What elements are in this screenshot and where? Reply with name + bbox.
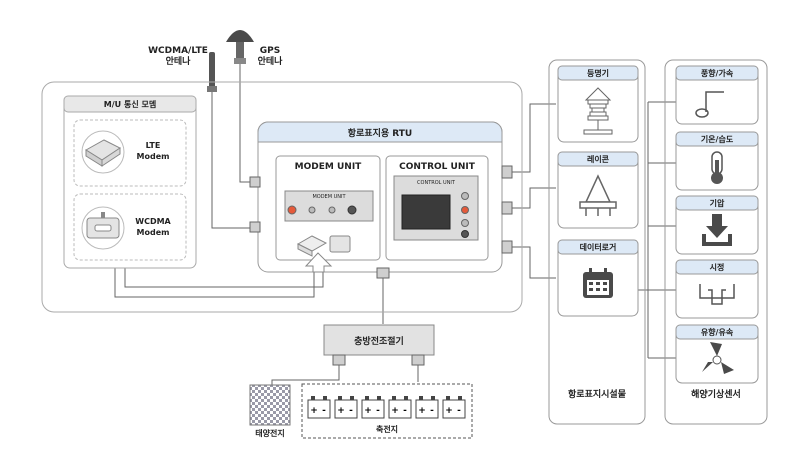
svg-text:+: + xyxy=(418,406,426,416)
modem-unit-panel xyxy=(284,190,374,222)
main-enclosure xyxy=(41,81,523,313)
solar-panel-label: 태양전지 xyxy=(255,429,285,438)
sensor-label-current: 유향/유속 xyxy=(700,327,734,337)
wcdma-lte-antenna-icon xyxy=(207,52,217,92)
racon-icon xyxy=(579,174,617,216)
wcdma-modem-label: WCDMA Modem xyxy=(135,217,171,237)
sensors-panel xyxy=(664,59,768,425)
control-unit-title: CONTROL UNIT xyxy=(399,162,475,172)
svg-text:-: - xyxy=(403,406,407,416)
svg-text:-: - xyxy=(349,406,353,416)
battery-cell-icon: +- xyxy=(442,396,466,419)
facility-label-datalogger: 데이터로거 xyxy=(579,242,617,252)
gps-antenna-icon xyxy=(226,30,254,64)
svg-text:-: - xyxy=(322,406,326,416)
svg-text:+: + xyxy=(310,406,318,416)
gps-antenna-label: GPS 안테나 xyxy=(257,46,283,67)
sensor-label-wind: 풍향/가속 xyxy=(700,68,734,78)
mu-module-title: M/U 통신 모뎀 xyxy=(103,99,157,109)
sensors-title: 해양기상센서 xyxy=(691,390,741,400)
battery-cells: +-+-+-+-+-+- xyxy=(307,396,466,419)
thermometer-icon xyxy=(711,151,723,184)
connectors xyxy=(249,165,513,279)
svg-text:-: - xyxy=(430,406,434,416)
facility-boxes xyxy=(557,65,639,317)
battery-cell-icon: +- xyxy=(388,396,412,419)
solar-panel-icon xyxy=(249,384,291,426)
rtu-title: 항로표지용 RTU xyxy=(347,128,413,139)
lte-modem-icon xyxy=(81,130,125,174)
control-unit-plate-text: CONTROL UNIT xyxy=(417,180,455,186)
svg-text:+: + xyxy=(391,406,399,416)
wcdma-lte-antenna-label: WCDMA/LTE 안테나 xyxy=(148,46,208,67)
facilities-panel xyxy=(548,59,646,425)
facility-label-light: 등명기 xyxy=(586,68,610,78)
svg-text:-: - xyxy=(376,406,380,416)
battery-group-box xyxy=(301,383,473,439)
pressure-icon xyxy=(702,214,732,246)
beacon-light-icon xyxy=(583,87,613,135)
svg-text:+: + xyxy=(337,406,345,416)
visibility-icon xyxy=(699,284,735,305)
sensor-label-pressure: 기압 xyxy=(709,198,725,208)
mu-module-box xyxy=(63,95,197,269)
battery-cell-icon: +- xyxy=(307,396,331,419)
battery-label: 축전지 xyxy=(375,425,399,434)
charge-controller-box xyxy=(323,324,435,356)
modem-unit-plate-text: MODEM UNIT xyxy=(312,194,346,200)
wcdma-modem-icon xyxy=(81,206,125,250)
wind-vane-icon xyxy=(695,91,724,118)
svg-text:-: - xyxy=(457,406,461,416)
facilities-title: 항로표지시설물 xyxy=(568,390,626,400)
current-meter-icon xyxy=(702,342,734,374)
up-arrow-icon xyxy=(304,252,333,273)
control-display xyxy=(401,194,451,230)
battery-cell-icon: +- xyxy=(334,396,358,419)
datalogger-calendar-icon xyxy=(583,268,613,298)
modem-devices-icon xyxy=(296,235,351,257)
battery-cell-icon: +- xyxy=(415,396,439,419)
battery-cell-icon: +- xyxy=(361,396,385,419)
charge-controller-label: 충방전조절기 xyxy=(354,336,404,347)
sensor-label-temp: 기온/습도 xyxy=(700,134,734,144)
lte-modem-label: LTE Modem xyxy=(136,141,170,161)
svg-text:+: + xyxy=(364,406,372,416)
sensor-label-visibility: 시정 xyxy=(709,262,725,272)
svg-text:+: + xyxy=(445,406,453,416)
modem-unit-title: MODEM UNIT xyxy=(294,162,362,172)
facility-label-racon: 레이콘 xyxy=(586,154,610,164)
